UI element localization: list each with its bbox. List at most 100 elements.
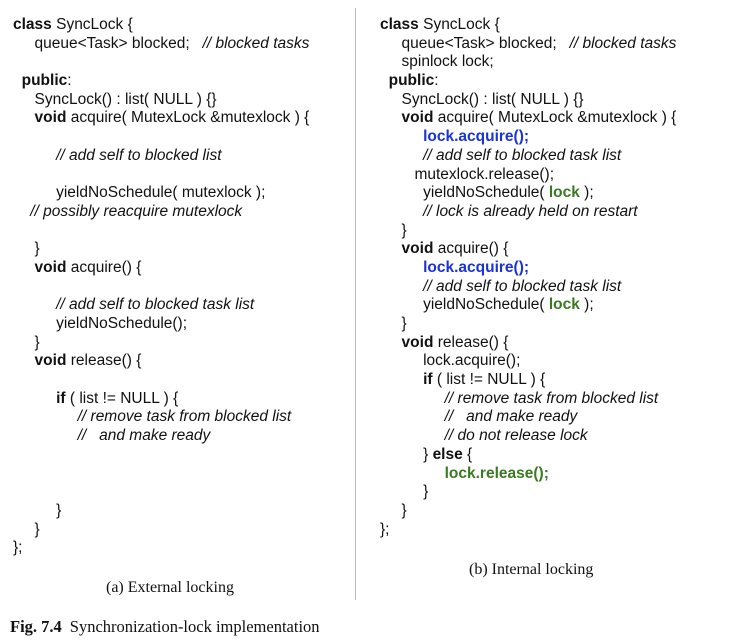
code-text: yieldNoSchedule( (380, 296, 549, 314)
code-line (13, 465, 309, 484)
code-text: spinlock lock; (380, 53, 494, 71)
code-line (13, 483, 309, 502)
code-text (380, 240, 402, 257)
code-text: acquire() { (433, 240, 509, 258)
code-highlight: lock.acquire(); (423, 258, 530, 276)
code-text (380, 427, 445, 444)
code-line: spinlock lock; (380, 53, 676, 72)
code-line: void acquire() { (13, 259, 309, 278)
code-text (13, 390, 56, 407)
code-line: } (380, 502, 676, 521)
code-text: release() { (66, 352, 142, 370)
code-keyword: if (56, 389, 66, 407)
code-line: // add self to blocked task list (380, 147, 676, 166)
code-text: }; (13, 539, 23, 557)
code-line (13, 53, 309, 72)
code-text: } (380, 445, 433, 463)
code-line: } (380, 222, 676, 241)
code-line (13, 166, 309, 185)
code-text (13, 427, 78, 444)
code-text (380, 128, 423, 145)
code-text: { (462, 445, 473, 463)
code-line: public: (380, 72, 676, 91)
code-line: } (380, 483, 676, 502)
code-text (380, 147, 423, 164)
code-line (13, 278, 309, 297)
code-comment: // blocked tasks (202, 34, 310, 52)
code-line: class SyncLock { (13, 16, 309, 35)
code-comment: // remove task from blocked list (444, 389, 659, 407)
subcaption-external-locking: (a) External locking (106, 579, 234, 596)
code-text: acquire( MutexLock &mutexlock ) { (66, 109, 310, 127)
code-line: lock.acquire(); (380, 259, 676, 278)
code-keyword: class (380, 16, 419, 33)
code-text: } (13, 501, 62, 519)
code-text (380, 259, 423, 276)
code-text: mutexlock.release(); (380, 165, 554, 183)
panel-divider (355, 8, 356, 600)
code-line: yieldNoSchedule( mutexlock ); (13, 184, 309, 203)
code-comment: // and make ready (77, 427, 211, 445)
code-line: // do not release lock (380, 427, 676, 446)
code-text (380, 371, 423, 388)
code-text: } (380, 315, 407, 332)
code-text: } (380, 483, 429, 501)
code-line: void acquire() { (380, 240, 676, 259)
code-line (13, 128, 309, 147)
code-text: SyncLock { (51, 16, 133, 33)
code-line: // possibly reacquire mutexlock (13, 203, 309, 222)
code-line: queue<Task> blocked; // blocked tasks (380, 34, 677, 54)
code-keyword: if (423, 371, 433, 389)
code-line: mutexlock.release(); (380, 166, 676, 185)
code-text (13, 109, 35, 126)
code-text: lock.acquire(); (380, 352, 521, 370)
code-comment: // add self to blocked task list (423, 146, 622, 164)
figure-caption-text: Synchronization-lock implementation (69, 617, 320, 636)
code-text (13, 408, 78, 425)
code-text: ); (579, 296, 594, 314)
code-comment: // add self to blocked list (56, 146, 222, 164)
code-text (13, 296, 56, 313)
code-line: } (380, 315, 676, 334)
code-text (13, 72, 22, 89)
code-text: SyncLock() : list( NULL ) {} (13, 90, 217, 108)
code-keyword: public (21, 72, 68, 90)
code-line: SyncLock() : list( NULL ) {} (13, 91, 309, 110)
code-comment: // add self to blocked task list (56, 296, 255, 314)
code-keyword: void (34, 352, 67, 370)
code-text: release() { (433, 333, 509, 351)
code-text (13, 259, 35, 276)
code-text: ( list != NULL ) { (432, 371, 546, 389)
code-text: queue<Task> blocked; (13, 34, 203, 52)
code-line (13, 222, 309, 241)
code-text: acquire() { (66, 258, 142, 276)
code-line: yieldNoSchedule( lock ); (380, 296, 676, 315)
code-comment: // and make ready (444, 408, 578, 426)
code-line: class SyncLock { (380, 16, 676, 35)
code-line: // add self to blocked task list (13, 296, 309, 315)
code-line: }; (380, 521, 676, 540)
code-line: } (13, 240, 309, 259)
code-keyword: void (401, 109, 434, 127)
code-listing-external-locking: class SyncLock { queue<Task> blocked; //… (13, 16, 309, 558)
code-line: // add self to blocked task list (380, 278, 676, 297)
code-keyword: public (388, 72, 435, 90)
code-line: // add self to blocked list (13, 147, 309, 166)
code-line: }; (13, 539, 309, 558)
code-line: // and make ready (13, 427, 309, 446)
code-line: // and make ready (380, 408, 676, 427)
code-line: yieldNoSchedule(); (13, 315, 309, 334)
code-line: // remove task from blocked list (380, 390, 676, 409)
code-text: } (13, 333, 40, 351)
code-text: queue<Task> blocked; (380, 34, 570, 52)
code-line: if ( list != NULL ) { (380, 371, 676, 390)
code-highlight: lock.acquire(); (423, 128, 530, 146)
code-highlight: lock (548, 296, 580, 314)
code-text: yieldNoSchedule(); (13, 315, 188, 332)
code-text: yieldNoSchedule( (380, 184, 549, 202)
code-text: } (380, 221, 407, 239)
code-text (13, 147, 56, 164)
code-text (380, 334, 402, 351)
code-text: acquire( MutexLock &mutexlock ) { (433, 109, 677, 127)
code-line: void release() { (380, 334, 676, 353)
